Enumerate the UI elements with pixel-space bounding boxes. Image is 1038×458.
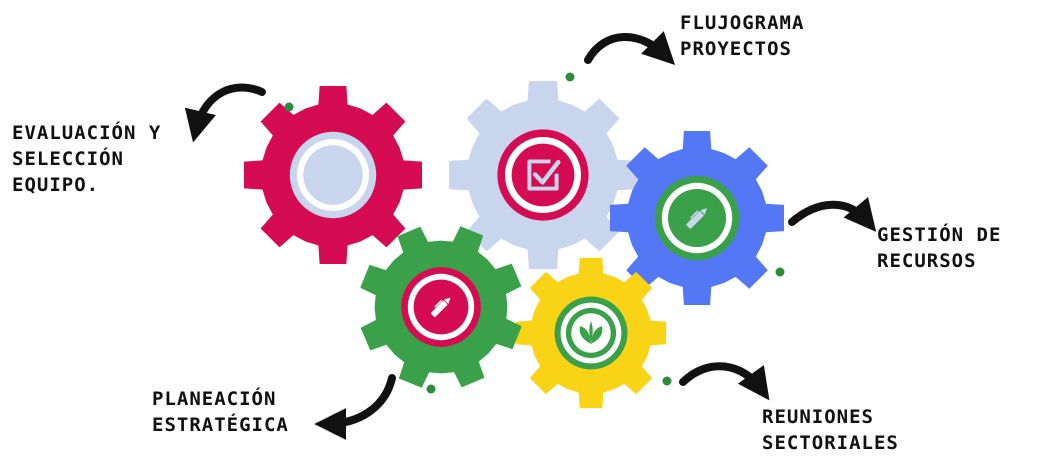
arrow-to-evaluacion-icon	[184, 83, 266, 143]
label-evaluacion-seleccion-equipo: EVALUACIÓN Y SELECCIÓN EQUIPO.	[12, 120, 161, 198]
gear-planeacion	[360, 226, 522, 388]
label-flujograma-proyectos: FLUJOGRAMA PROYECTOS	[680, 10, 804, 62]
label-line: PLANEACIÓN	[152, 388, 277, 410]
label-planeacion-estrategica: PLANEACIÓN ESTRATÉGICA	[152, 386, 289, 438]
label-line: EVALUACIÓN Y	[12, 122, 162, 144]
gear-evaluacion	[244, 86, 422, 264]
arrow-to-flujograma-icon	[584, 31, 676, 66]
label-line: SELECCIÓN	[12, 148, 124, 170]
label-reuniones-sectoriales: REUNIONES SECTORIALES	[762, 404, 899, 456]
label-line: REUNIONES	[762, 406, 874, 428]
gear-center-disc	[303, 145, 363, 205]
arrow-to-gestion-icon	[788, 197, 877, 232]
label-line: ESTRATÉGICA	[152, 414, 289, 436]
label-line: SECTORIALES	[762, 432, 899, 454]
label-line: GESTIÓN DE	[877, 224, 1002, 246]
dot-icon	[662, 376, 672, 386]
gear-gestion	[609, 130, 785, 306]
dot-icon	[775, 267, 785, 277]
gear-center-disc	[511, 143, 575, 207]
arrow-to-reuniones-icon	[679, 362, 770, 401]
leaf-icon	[579, 320, 603, 344]
pen-icon	[686, 207, 708, 229]
checkbox-icon	[527, 159, 561, 191]
label-line: FLUJOGRAMA	[680, 12, 805, 34]
dot-icon	[426, 384, 436, 394]
dot-icon	[284, 102, 294, 112]
arrow-to-planeacion-icon	[314, 374, 396, 440]
checkbox-icon	[318, 160, 350, 190]
dot-icon	[565, 72, 575, 82]
label-gestion-recursos: GESTIÓN DE RECURSOS	[877, 222, 1001, 274]
pen-icon	[430, 297, 451, 318]
label-line: EQUIPO.	[12, 174, 100, 196]
label-line: RECURSOS	[877, 250, 977, 272]
gear-flujograma	[449, 81, 637, 269]
label-line: PROYECTOS	[680, 38, 792, 60]
gear-reuniones	[515, 257, 667, 409]
